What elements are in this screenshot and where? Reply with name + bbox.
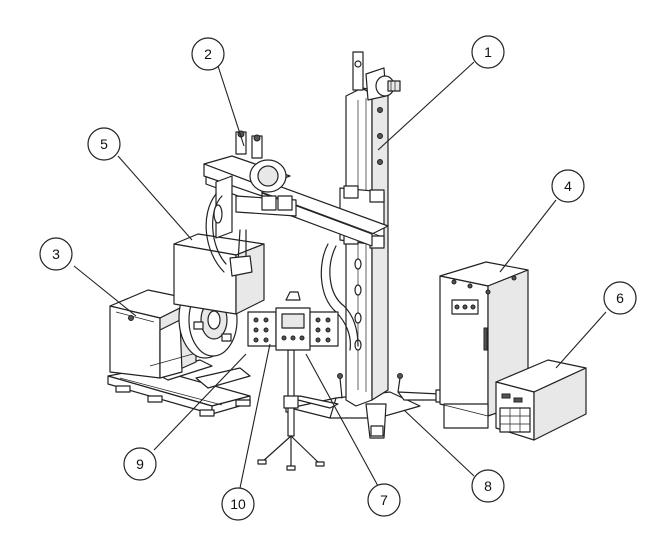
leader-7 xyxy=(305,353,379,487)
column-and-boom-mast xyxy=(205,51,401,407)
boom-mounted-box xyxy=(173,233,265,315)
callout-10: 10 xyxy=(221,487,255,521)
callout-9: 9 xyxy=(123,447,157,481)
callout-6-label: 6 xyxy=(616,290,624,306)
pendant-control-stand xyxy=(257,349,325,471)
leader-4 xyxy=(499,199,557,273)
pendant-control-panel xyxy=(247,291,339,351)
positioner-base-frame xyxy=(107,359,251,417)
callout-9-label: 9 xyxy=(136,456,144,472)
leader-2 xyxy=(217,65,245,147)
leader-6 xyxy=(555,311,607,369)
callout-2: 2 xyxy=(191,37,225,71)
callout-10-label: 10 xyxy=(230,496,246,512)
callout-5-label: 5 xyxy=(100,136,108,152)
callout-7: 7 xyxy=(367,483,401,517)
welding-power-source xyxy=(495,359,587,441)
leader-10 xyxy=(239,343,271,489)
callout-1-label: 1 xyxy=(484,44,492,60)
callout-3-label: 3 xyxy=(52,246,60,262)
callout-3: 3 xyxy=(39,237,73,271)
callout-7-label: 7 xyxy=(380,492,388,508)
callout-1: 1 xyxy=(471,35,505,69)
leader-lines xyxy=(73,61,607,489)
callout-2-label: 2 xyxy=(204,46,212,62)
callout-8-label: 8 xyxy=(484,478,492,494)
leader-9 xyxy=(153,353,247,451)
leader-5 xyxy=(117,155,193,241)
welding-head-assembly xyxy=(203,130,297,277)
leader-1 xyxy=(377,61,475,151)
callout-4: 4 xyxy=(551,169,585,203)
leader-8 xyxy=(403,409,475,477)
callout-4-label: 4 xyxy=(564,178,572,194)
callout-5: 5 xyxy=(87,127,121,161)
callout-6: 6 xyxy=(603,281,637,315)
callout-8: 8 xyxy=(471,469,505,503)
leader-3 xyxy=(73,265,137,317)
